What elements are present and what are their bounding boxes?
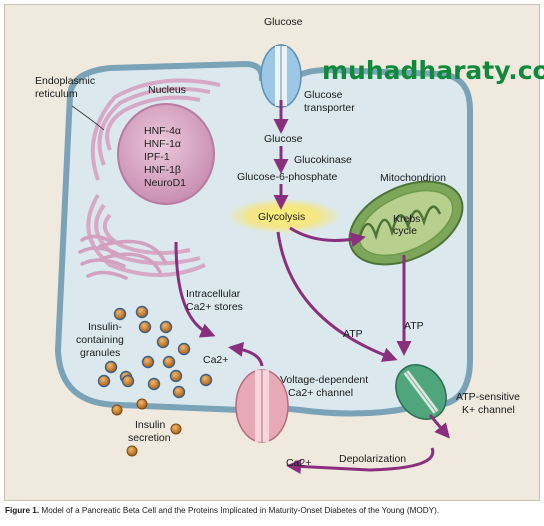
label-atp-right: ATP (404, 320, 424, 332)
mitochondrion (348, 180, 464, 266)
label-granules-2: containing (76, 334, 124, 346)
er-leader-line (71, 105, 105, 131)
label-glucose-inner: Glucose (264, 133, 303, 145)
label-glucose-top: Glucose (264, 16, 303, 28)
nucleus-factor-list: HNF-4α HNF-1α IPF-1 HNF-1β NeuroD1 (144, 125, 186, 189)
label-mitochondrion: Mitochondrion (380, 172, 446, 184)
label-glycolysis: Glycolysis (258, 211, 305, 223)
label-ca-stores-1: Intracellular (186, 288, 241, 300)
golgi-stacks (78, 234, 167, 280)
nucleus-factor: NeuroD1 (144, 177, 186, 189)
insulin-granules (97, 305, 213, 457)
label-transporter-1: Glucose (304, 89, 343, 101)
arrow-vdcc-to-ca (228, 341, 264, 367)
nucleus-factor: HNF-1β (144, 164, 181, 176)
label-depolarization: Depolarization (339, 453, 406, 465)
label-insulin-secretion-2: secretion (128, 432, 171, 444)
label-granules-1: Insulin- (88, 321, 122, 333)
label-glucokinase: Glucokinase (294, 154, 352, 166)
glucose-transporter (260, 44, 302, 108)
pathway-arrows (174, 100, 450, 474)
label-ca-stores-2: Ca2+ stores (186, 301, 243, 313)
caption-text: Model of a Pancreatic Beta Cell and the … (39, 506, 440, 515)
label-transporter-2: transporter (304, 102, 355, 114)
nucleus-factor: HNF-4α (144, 125, 181, 137)
label-ca-outer: Ca2+ (286, 457, 311, 469)
label-katp-1: ATP-sensitive (456, 391, 520, 403)
arrow-depolarization (286, 447, 435, 474)
label-katp-2: K+ channel (462, 404, 515, 416)
arrow-katp-out (428, 414, 450, 439)
label-krebs-1: Krebs (393, 213, 420, 225)
caption-figure-number: Figure 1. (5, 506, 40, 515)
label-ca-inner: Ca2+ (203, 354, 228, 366)
figure-caption: Figure 1. Model of a Pancreatic Beta Cel… (5, 506, 541, 515)
label-vdcc-2: Ca2+ channel (288, 387, 353, 399)
glycolysis-glow (226, 198, 342, 234)
arrow-glycolysis-to-katp (276, 231, 398, 362)
label-er-2: reticulum (35, 88, 78, 100)
watermark: muhadharaty.com (322, 56, 544, 85)
label-vdcc-1: Voltage-dependent (280, 374, 368, 386)
katp-channel (395, 364, 447, 420)
label-g6p: Glucose-6-phosphate (237, 171, 338, 183)
arrow-glycolysis-to-mito (289, 226, 366, 248)
nucleus-factor: IPF-1 (144, 151, 170, 163)
nucleus (117, 103, 215, 205)
arrow-ca-stores (174, 241, 216, 338)
label-nucleus: Nucleus (148, 84, 186, 96)
label-er-1: Endoplasmic (35, 75, 95, 87)
label-granules-3: granules (80, 347, 120, 359)
label-krebs-2: cycle (393, 225, 417, 237)
nucleus-factor: HNF-1α (144, 138, 181, 150)
vdcc-channel (235, 369, 289, 443)
label-insulin-secretion-1: Insulin (135, 419, 166, 431)
label-atp-left: ATP (343, 328, 363, 340)
